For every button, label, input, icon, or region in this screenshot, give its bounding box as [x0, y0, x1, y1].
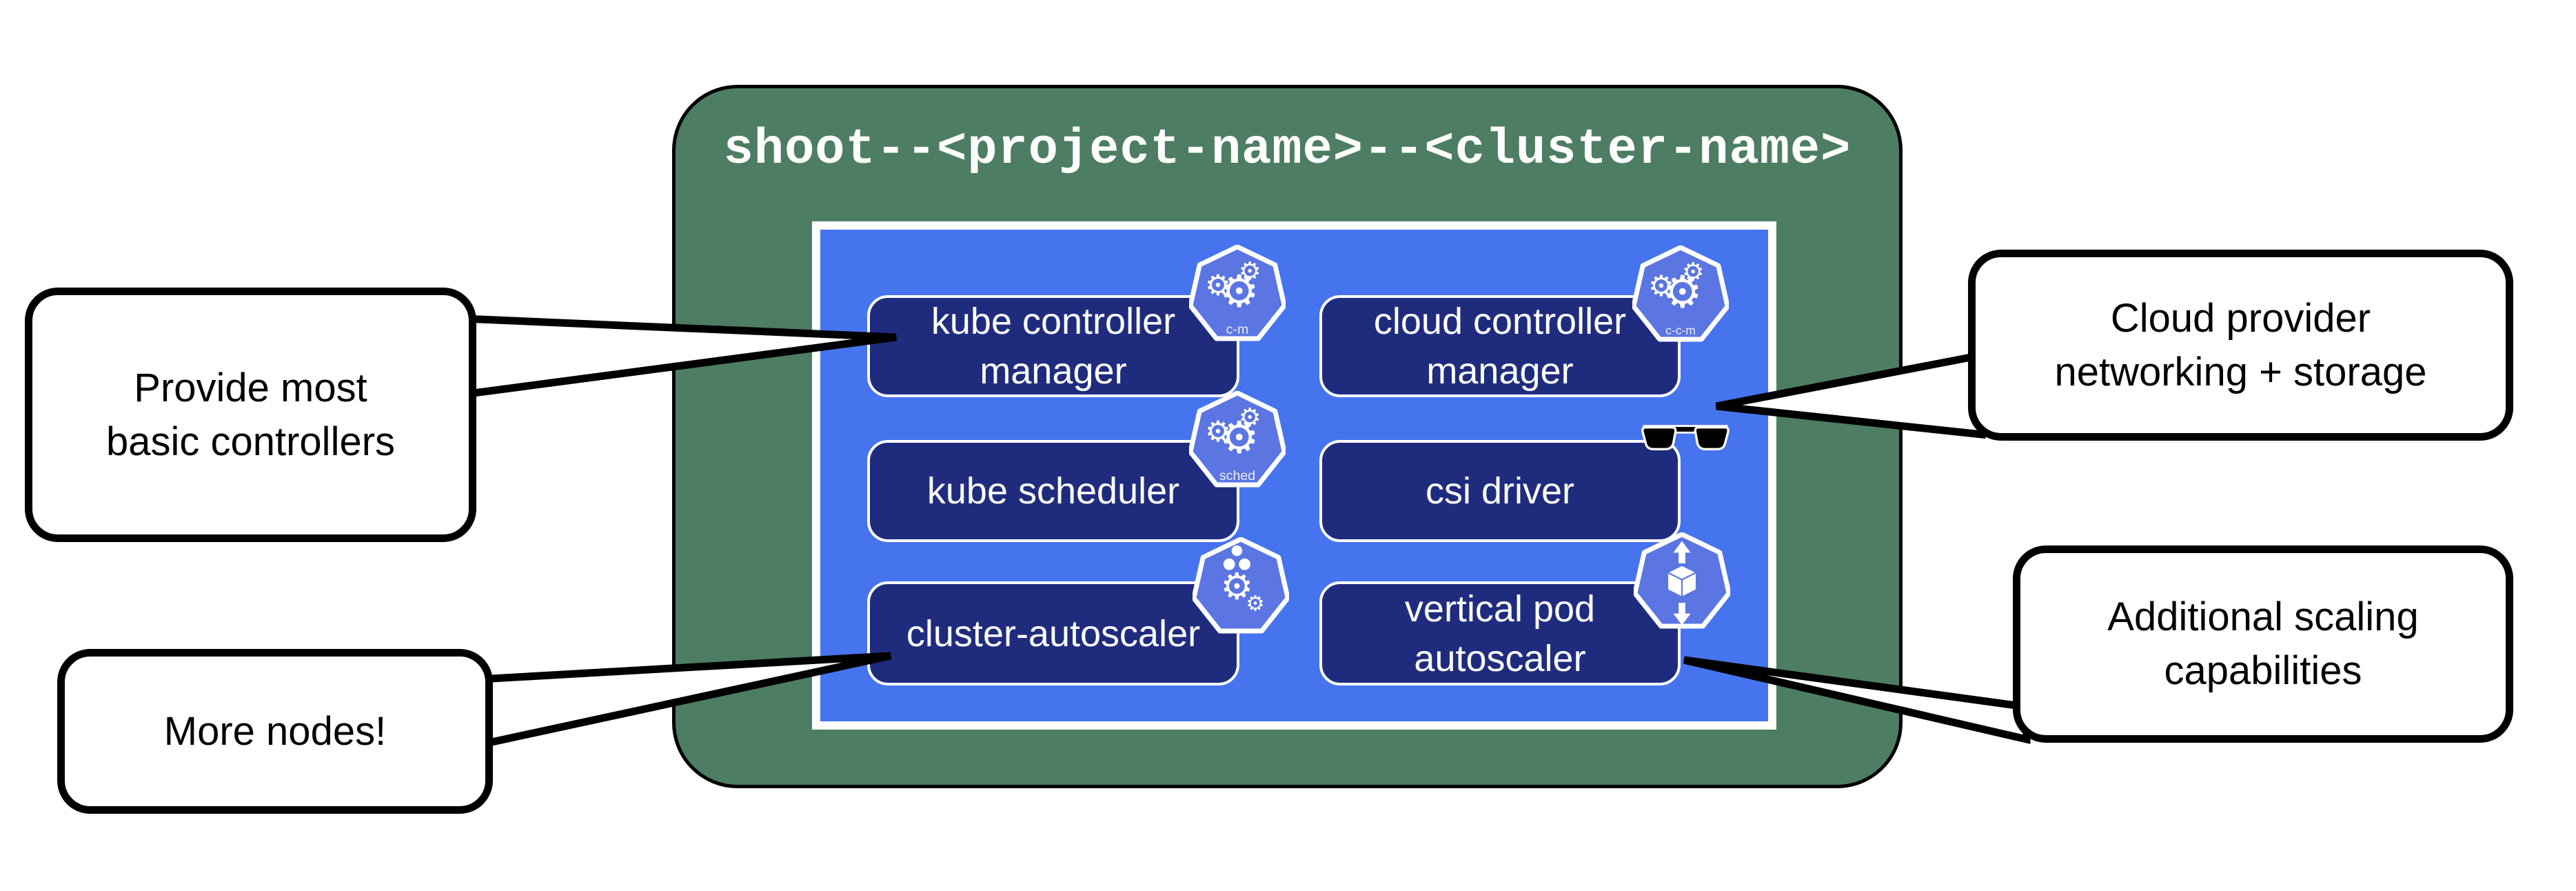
node-kube-scheduler: kube scheduler [867, 440, 1239, 542]
node-cluster-autoscaler: cluster-autoscaler [867, 581, 1239, 685]
callout-more-nodes: More nodes! [57, 649, 493, 814]
node-label-line: kube controller [931, 301, 1176, 342]
callout-text-line: networking + storage [2054, 349, 2427, 394]
callout-text-line: More nodes! [163, 708, 387, 754]
svg-text:⚙: ⚙ [1205, 268, 1231, 302]
sunglasses-icon [1639, 421, 1732, 454]
node-vertical-pod-autoscaler: vertical pod autoscaler [1319, 581, 1681, 685]
callout-text-line: basic controllers [105, 419, 396, 464]
svg-text:⚙: ⚙ [1219, 412, 1259, 464]
svg-text:⚙: ⚙ [1205, 414, 1231, 448]
node-label-line: cloud controller [1373, 301, 1627, 342]
node-kube-controller-manager: kube controller manager [867, 295, 1239, 397]
node-csi-driver: csi driver [1319, 440, 1681, 542]
svg-text:⚙: ⚙ [1239, 402, 1261, 432]
node-label-line: manager [980, 350, 1127, 392]
controlplane-panel: kube controller manager cloud controller… [812, 221, 1776, 730]
callout-text-line: Additional scaling [2107, 594, 2419, 639]
kubernetes-controller-manager-icon: ⚙ ⚙ ⚙ c-m [1188, 244, 1287, 346]
callout-text-line: capabilities [2164, 648, 2362, 693]
node-cloud-controller-manager: cloud controller manager [1319, 295, 1681, 397]
node-label-line: csi driver [1425, 470, 1575, 512]
callout-cloud-provider-networking-storage: Cloud provider networking + storage [1968, 250, 2513, 441]
icon-label: c-c-m [1665, 323, 1696, 337]
node-label-line: vertical pod [1404, 588, 1596, 630]
kubernetes-cloud-controller-manager-icon: ⚙ ⚙ ⚙ c-c-m [1631, 245, 1730, 347]
cluster-namespace-title: shoot--<project-name>--<cluster-name> [723, 121, 1852, 178]
svg-text:⚙: ⚙ [1663, 267, 1703, 319]
cluster-autoscaler-icon: ⚙ ⚙ [1191, 537, 1290, 639]
svg-text:⚙: ⚙ [1219, 266, 1259, 318]
callout-provide-basic-controllers: Provide most basic controllers [25, 288, 476, 542]
icon-label: c-m [1226, 322, 1249, 337]
icon-label: sched [1219, 468, 1255, 483]
svg-text:⚙: ⚙ [1239, 256, 1261, 286]
node-label-line: autoscaler [1414, 637, 1586, 679]
kubernetes-scheduler-icon: ⚙ ⚙ ⚙ sched [1188, 390, 1287, 492]
node-label-line: kube scheduler [926, 470, 1180, 512]
svg-text:⚙: ⚙ [1682, 257, 1705, 286]
svg-text:⚙: ⚙ [1246, 591, 1265, 616]
node-label-line: manager [1426, 350, 1574, 392]
callout-text-line: Cloud provider [2110, 295, 2371, 341]
svg-text:⚙: ⚙ [1221, 565, 1254, 608]
callout-additional-scaling-capabilities: Additional scaling capabilities [2013, 545, 2513, 743]
vertical-pod-autoscaler-icon [1632, 532, 1732, 634]
node-label-line: cluster-autoscaler [906, 612, 1201, 654]
callout-text-line: Provide most [134, 365, 367, 410]
svg-text:⚙: ⚙ [1648, 269, 1674, 303]
